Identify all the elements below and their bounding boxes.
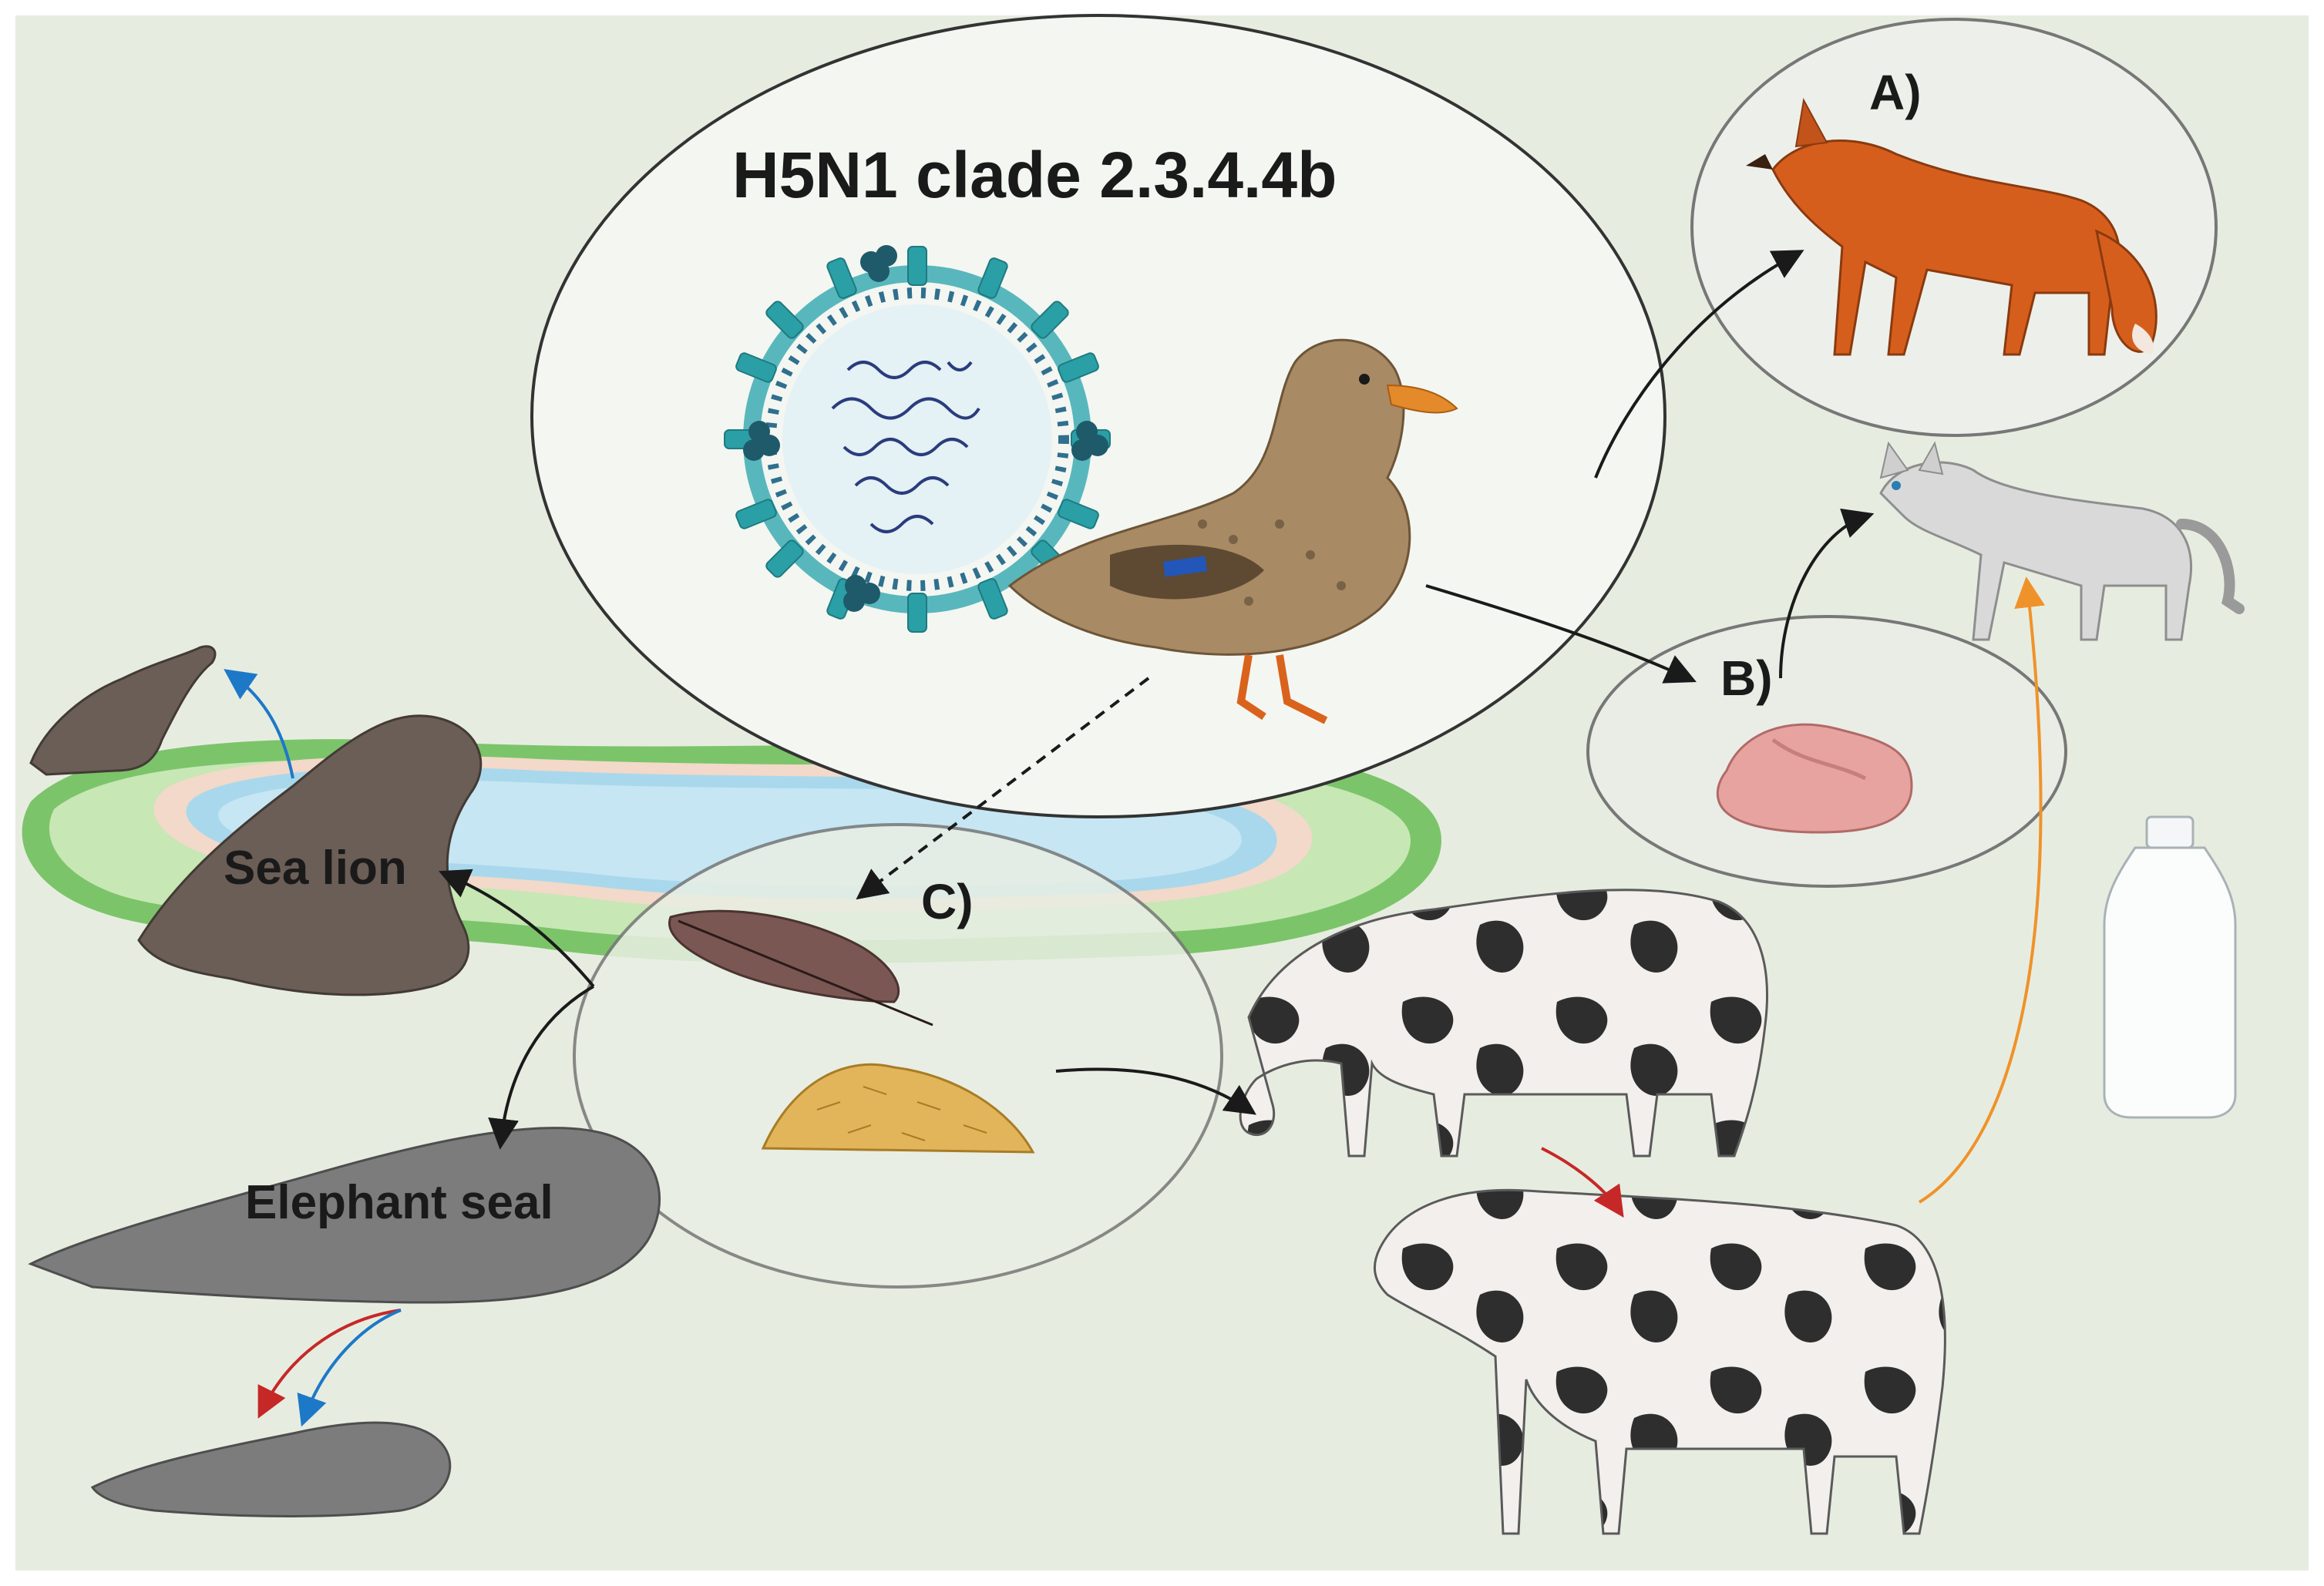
label-b: B): [1720, 650, 1773, 706]
arrow-to-meat: [1425, 584, 1697, 684]
sea-lion-icon: [29, 645, 483, 996]
cat-icon: [1879, 441, 2245, 641]
elephant-seal-icon: [28, 1127, 661, 1517]
feather-icon: [668, 909, 933, 1027]
label-a: A): [1869, 65, 1922, 120]
diagram-title: H5N1 clade 2.3.4.4b: [732, 139, 1337, 211]
arrow-duck-to-feather: [856, 677, 1150, 900]
label-sea-lion: Sea lion: [224, 842, 407, 895]
arrow-meat-to-cat: [1779, 508, 1875, 679]
arrow-eseal-red: [257, 1309, 402, 1419]
virus-icon: [724, 245, 1111, 633]
cow-icon: [1239, 889, 1946, 1535]
transmission-arrows: [224, 250, 2046, 1427]
arrow-grain-to-cow: [1055, 1067, 1256, 1115]
arrow-cow-to-cat-orange: [1918, 576, 2046, 1204]
label-c: C): [921, 874, 974, 929]
main-ellipse: [530, 14, 1666, 818]
arrow-to-fox: [1594, 250, 1804, 479]
raw-meat-icon: [1716, 723, 1913, 834]
arrow-to-elephantseal: [488, 985, 594, 1150]
grain-pile-icon: [761, 1063, 1035, 1154]
milk-bottle-icon: [2103, 815, 2237, 1119]
circle-c: [573, 823, 1223, 1289]
label-elephant-seal: Elephant seal: [245, 1176, 553, 1229]
arrow-eseal-blue: [297, 1309, 402, 1427]
arrow-cow-to-cow: [1541, 1147, 1624, 1218]
arrow-to-sealion: [439, 869, 595, 988]
arrow-sealion-up-blue: [224, 669, 294, 779]
duck-icon: [1007, 338, 1458, 724]
fox-icon: [1746, 97, 2158, 356]
